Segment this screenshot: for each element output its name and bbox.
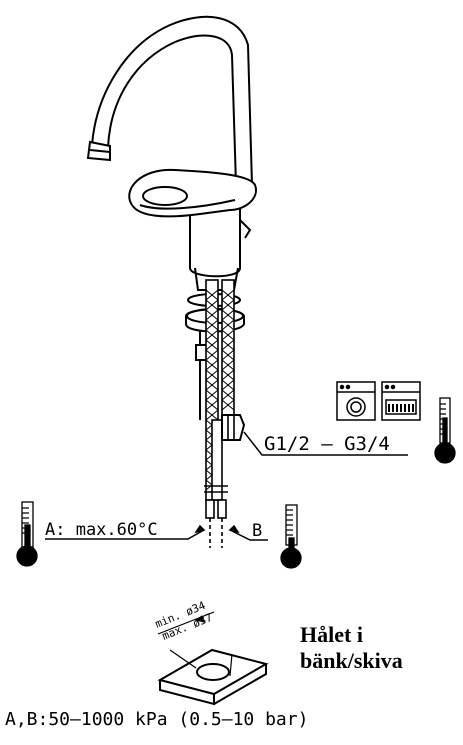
- countertop-hole-diagram: [157, 611, 269, 706]
- hose-end-b: [217, 499, 227, 519]
- connection-thread-label: G1/2 – G3/4: [264, 433, 390, 455]
- hole-title-line1: Hålet i: [300, 622, 363, 647]
- connector-nut: [221, 414, 246, 441]
- leader-hot: [45, 529, 205, 540]
- thermometer-right-icon: [280, 504, 302, 569]
- spout: [91, 15, 253, 186]
- hose-end-a: [205, 499, 215, 519]
- lever-hole: [142, 186, 188, 206]
- cold-supply-label: B: [252, 521, 262, 541]
- faucet: [86, 15, 257, 291]
- thermometer-cold-icon: [16, 501, 38, 567]
- hot-supply-label: A: max.60°C: [45, 520, 158, 540]
- supply-hoses: [204, 279, 246, 548]
- washing-machine-icon: [336, 381, 376, 421]
- dishwasher-icon: [381, 381, 421, 421]
- leader-lines: [45, 431, 408, 541]
- countertop-hole: [196, 663, 230, 681]
- pressure-label: A,B:50–1000 kPa (0.5–10 bar): [5, 709, 308, 730]
- hole-title-line2: bänk/skiva: [300, 648, 403, 673]
- thermometer-hot-icon: [434, 397, 456, 464]
- faucet-body: [189, 190, 241, 278]
- countertop-block: [157, 648, 269, 696]
- leader-cold: [229, 529, 268, 541]
- leader-connection: [243, 431, 408, 456]
- lever: [128, 168, 257, 218]
